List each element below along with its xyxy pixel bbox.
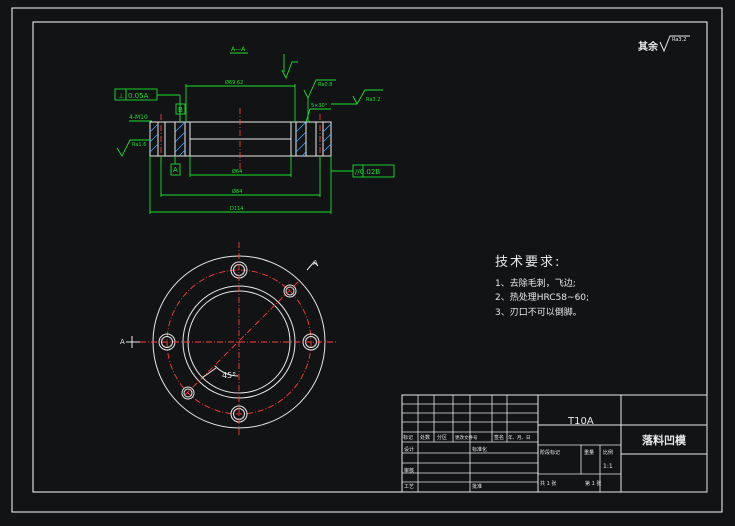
tech-item-3: 3、刃口不可以倒脚。 [495,306,582,318]
svg-text:Ø84: Ø84 [232,188,242,195]
svg-text:更改文件号: 更改文件号 [455,434,478,441]
svg-text:⊥: ⊥ [118,92,124,100]
svg-text:阶段标记: 阶段标记 [540,449,560,456]
svg-text:比例: 比例 [603,449,613,456]
chamfer-label: 5×30° [311,103,328,109]
roughness-right: Ra3.2 [331,89,383,105]
part-name: 落料凹模 [642,433,687,447]
svg-text:共 1 张: 共 1 张 [540,480,556,487]
tech-item-2: 2、热处理HRC58~60; [495,291,589,303]
roughness-note-value: Ra3.2 [672,37,686,43]
svg-text:Ra0.8: Ra0.8 [318,82,332,88]
svg-text:B: B [178,106,183,114]
svg-text:A: A [173,166,178,174]
svg-text:设计: 设计 [404,446,414,453]
svg-text:审核: 审核 [404,467,414,474]
svg-text:标记: 标记 [403,434,413,441]
hatch-right [295,121,332,157]
inner-border [32,21,708,493]
roughness-note-label: 其余 [638,40,659,53]
material-label: T10A [567,416,594,427]
threads-label: 4-M10 [129,114,148,121]
roughness-symbol-icon [659,35,690,53]
svg-text:年、月、日: 年、月、日 [508,434,531,441]
parallel-tolerance-frame: //0.02B [331,164,395,178]
bolt-hole-sw [181,386,195,400]
svg-text:Ø69.62: Ø69.62 [225,79,243,86]
section-view: A—A [114,46,395,214]
cut-label-top: A [313,259,318,267]
tech-item-1: 1、去除毛刺，飞边; [495,277,576,289]
svg-text:0.05A: 0.05A [128,92,149,100]
hatch-left [149,121,186,157]
dimension-d-bore: Ø64 [189,156,292,177]
datum-b-frame [175,103,186,115]
flatness-tolerance-frame: ⊥ 0.05A [114,88,181,122]
flange-body-outline [149,121,332,157]
bolt-hole-ne [283,284,297,298]
svg-text:分区: 分区 [437,434,447,441]
svg-text:1:1: 1:1 [603,463,613,470]
outer-border [11,7,723,513]
svg-text:Ø64: Ø64 [232,168,242,175]
title-block: 标记 处数 分区 更改文件号 签名 年、月、日 设计 标准化 审核 工艺 批准 … [401,394,708,493]
svg-text:标准化: 标准化 [472,446,487,453]
cut-label-left: A [120,338,125,346]
svg-text://0.02B: //0.02B [355,168,380,176]
svg-text:重量: 重量 [584,449,594,456]
svg-text:Ra3.2: Ra3.2 [366,97,380,103]
svg-text:第 1 张: 第 1 张 [585,480,601,487]
svg-text:签名: 签名 [494,434,504,441]
datum-a-frame [170,163,181,176]
angle-label: 45° [222,371,236,380]
section-label: A—A [231,46,246,53]
svg-text:Ra1.6: Ra1.6 [132,142,146,148]
dimension-d-bolt: Ø84 [160,156,321,197]
svg-text:处数: 处数 [420,434,430,441]
roughness-left: Ra1.6 [116,139,150,157]
svg-text:D114: D114 [230,206,243,212]
tech-title: 技术要求: [495,255,561,270]
technical-requirements: 技术要求: 1、去除毛刺，飞边; 2、热处理HRC58~60; 3、刃口不可以倒… [495,255,589,318]
roughness-top: Ra0.8 [281,54,336,122]
dimension-d-counter: Ø69.62 [185,79,296,122]
plan-view: A A 45° [120,242,338,436]
dimension-d-outer: D114 [149,156,332,214]
general-roughness-note: 其余 Ra3.2 [638,35,690,53]
svg-text:批准: 批准 [472,483,482,490]
svg-text:工艺: 工艺 [404,484,414,490]
